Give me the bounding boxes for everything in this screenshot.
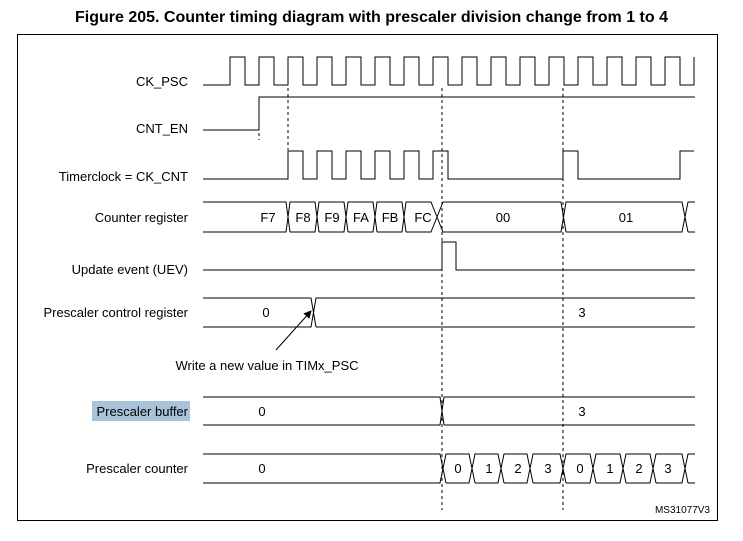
prescaler-control-value-3: 3 [578,305,585,320]
prescaler-buffer-value-3: 3 [578,404,585,419]
label-ck-psc: CK_PSC [136,74,188,89]
prescaler-counter-value: 2 [514,461,521,476]
counter-value-00: 00 [496,210,510,225]
counter-value-f8: F8 [295,210,310,225]
prescaler-counter-value: 0 [454,461,461,476]
prescaler-counter-value: 3 [664,461,671,476]
label-prescaler-counter: Prescaler counter [86,461,189,476]
figure-title: Figure 205. Counter timing diagram with … [74,9,668,26]
label-highlight [92,401,190,421]
bus-prescaler-counter [203,453,695,484]
prescaler-counter-value: 1 [485,461,492,476]
counter-value-f7: F7 [260,210,275,225]
bus-prescaler-control-register [203,297,695,328]
annotation-arrow [275,310,312,351]
waveform-uev [203,241,695,271]
bus-counter-register [203,201,695,233]
label-timerclock: Timerclock = CK_CNT [59,169,188,184]
prescaler-counter-value: 2 [635,461,642,476]
prescaler-counter-value: 3 [544,461,551,476]
label-prescaler-buffer: Prescaler buffer [96,404,188,419]
counter-value-fc: FC [414,210,431,225]
waveform-ck-psc [203,56,695,86]
counter-value-f9: F9 [324,210,339,225]
counter-value-fb: FB [382,210,399,225]
prescaler-buffer-value-0: 0 [258,404,265,419]
prescaler-control-value-0: 0 [262,305,269,320]
label-cnt-en: CNT_EN [136,121,188,136]
figure-frame [17,34,718,521]
prescaler-counter-value: 1 [606,461,613,476]
bus-prescaler-buffer [203,396,695,426]
label-prescaler-control-register: Prescaler control register [44,305,189,320]
annotation-text: Write a new value in TIMx_PSC [175,358,358,373]
prescaler-counter-value: 0 [576,461,583,476]
counter-value-01: 01 [619,210,633,225]
waveform-cnt-en [203,96,695,131]
label-uev: Update event (UEV) [72,262,188,277]
label-counter-register: Counter register [95,210,189,225]
waveform-timerclock [203,150,694,180]
counter-value-fa: FA [353,210,369,225]
prescaler-counter-value: 0 [258,461,265,476]
figure-code: MS31077V3 [655,505,710,516]
